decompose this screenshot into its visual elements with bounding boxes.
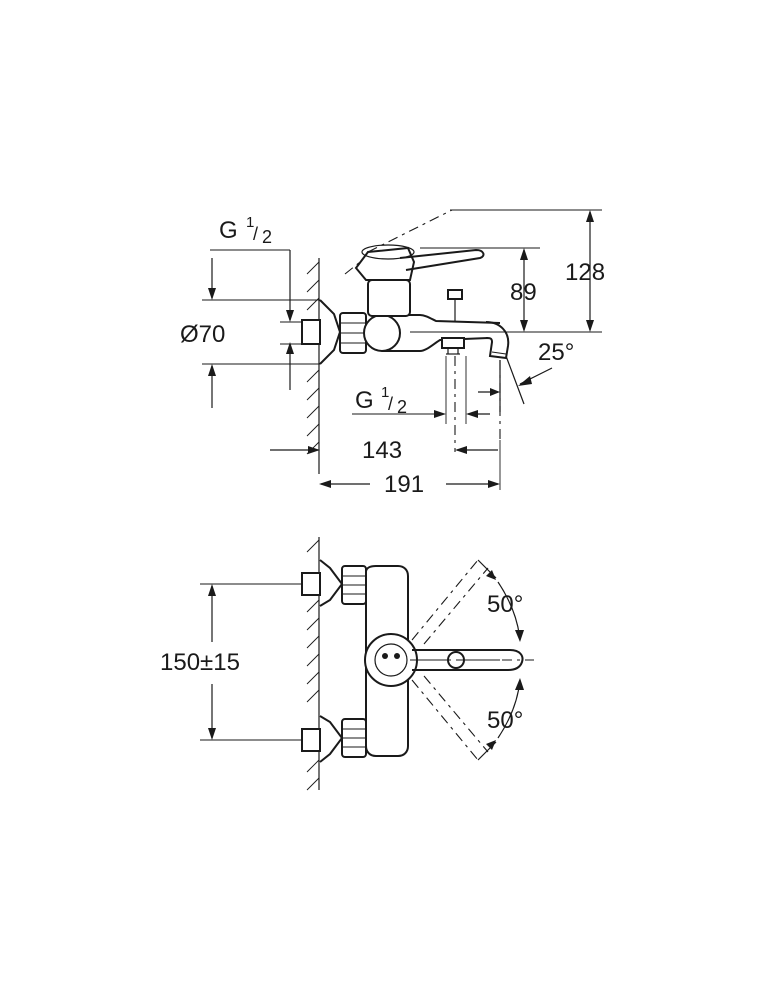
- s-union-side: [301, 299, 367, 365]
- dim-143-label: 143: [362, 437, 402, 464]
- dim-thread-top-line: [210, 249, 302, 323]
- dim-50-up-label: 50°: [487, 591, 523, 618]
- dim-191-line: [319, 480, 500, 488]
- upper-union-front: [301, 559, 367, 607]
- front-view: 50° 50° 150±15: [160, 537, 534, 791]
- hand-shower-outlet: [441, 337, 465, 355]
- thread-bottom-slash: /: [388, 394, 393, 414]
- thread-bottom-num: 1: [381, 384, 389, 401]
- dim-thread-bottom-line: [352, 356, 490, 424]
- dim-128-label: 128: [565, 259, 605, 286]
- dim-50-down-angle: [477, 678, 524, 761]
- thread-bottom-label: G 1 / 2: [355, 384, 407, 417]
- thread-top-slash: /: [253, 224, 258, 244]
- dim-diameter-label: Ø70: [180, 321, 225, 348]
- wall-hatching-side: [306, 261, 320, 455]
- dim-191-label: 191: [384, 471, 424, 498]
- lever-side: [399, 248, 485, 271]
- dim-diameter-line: [202, 258, 320, 408]
- dim-50-up-angle: [477, 559, 524, 642]
- thread-bottom-den: 2: [397, 397, 407, 417]
- spout-side: [485, 321, 510, 360]
- diverter-knob: [447, 289, 463, 321]
- thread-bottom-letter: G: [355, 387, 374, 414]
- dim-25-angle: [478, 355, 553, 412]
- lower-union-front: [301, 715, 367, 763]
- dim-89-label: 89: [510, 279, 537, 306]
- mixer-body-side: [354, 244, 501, 352]
- dim-centers-label: 150±15: [160, 649, 240, 676]
- dim-25-label: 25°: [538, 339, 574, 366]
- dim-50-down-label: 50°: [487, 707, 523, 734]
- thread-top-label: G 1 / 2: [219, 214, 272, 247]
- dim-143-line: [270, 440, 501, 490]
- thread-top-letter: G: [219, 217, 238, 244]
- mixer-body-front: [364, 565, 418, 757]
- dim-centers-line: [200, 583, 302, 741]
- thread-top-num: 1: [246, 214, 254, 231]
- thread-top-den: 2: [262, 227, 272, 247]
- dim-89-line: [520, 248, 528, 332]
- dim-128-line: [586, 210, 594, 332]
- wall-side: [306, 258, 320, 474]
- side-view: 128 89 25° G 1 / 2: [180, 209, 605, 498]
- wall-hatching-front: [306, 539, 320, 791]
